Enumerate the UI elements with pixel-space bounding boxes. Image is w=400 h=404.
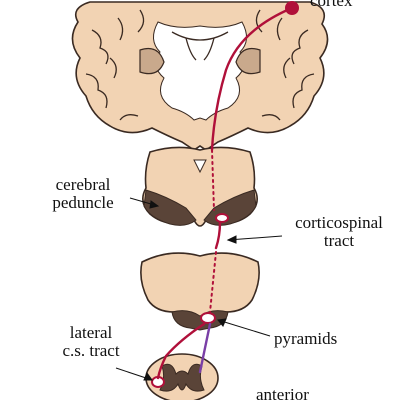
corpus-callosum bbox=[171, 31, 229, 41]
pathway-in-pons bbox=[209, 251, 217, 313]
cerebral-aqueduct bbox=[193, 159, 207, 174]
white-matter bbox=[153, 21, 247, 121]
label-pyramids: pyramids bbox=[274, 329, 338, 348]
midbrain-tract-marker bbox=[215, 213, 229, 223]
label-cortex: cortex bbox=[310, 0, 353, 10]
cortex-neuron-dot bbox=[285, 1, 299, 15]
ventricle-right bbox=[203, 37, 215, 61]
label-corticospinal-tract-line1: corticospinal bbox=[295, 213, 383, 232]
label-corticospinal-tract-line2: tract bbox=[323, 231, 355, 250]
corticospinal-pathway bbox=[156, 6, 294, 380]
pathway-cortex-to-midbrain bbox=[210, 6, 294, 152]
midbrain-section bbox=[142, 146, 258, 227]
pathway-decussation bbox=[156, 322, 206, 380]
brain-coronal-section bbox=[71, 1, 329, 151]
spinal-cord-section bbox=[145, 353, 219, 400]
pons-section bbox=[140, 252, 260, 331]
label-cerebral-peduncle-line2: peduncle bbox=[52, 193, 114, 212]
label-lateral-cs-tract-line2: c.s. tract bbox=[62, 341, 120, 360]
leader-pyramids bbox=[217, 319, 271, 337]
label-anterior: anterior bbox=[256, 385, 309, 404]
pathway-anterior-branch bbox=[198, 322, 212, 374]
ventricle-left bbox=[185, 37, 197, 61]
pathway-in-midbrain bbox=[211, 149, 215, 211]
pons-outline bbox=[140, 252, 260, 323]
pathway-midbrain-to-pons bbox=[214, 220, 222, 250]
leader-corticospinal-tract bbox=[227, 235, 283, 241]
gray-matter-butterfly bbox=[159, 363, 205, 392]
label-lateral-cs-tract-line1: lateral bbox=[69, 323, 113, 342]
label-cerebral-peduncle-line1: cerebral bbox=[55, 175, 111, 194]
label-leaders bbox=[115, 197, 283, 381]
basal-ganglia-right bbox=[235, 47, 261, 75]
pyramid-tract-marker bbox=[200, 312, 216, 324]
basal-ganglia-left bbox=[139, 47, 165, 75]
cortical-folds bbox=[85, 9, 315, 121]
peduncle-left bbox=[143, 189, 197, 226]
